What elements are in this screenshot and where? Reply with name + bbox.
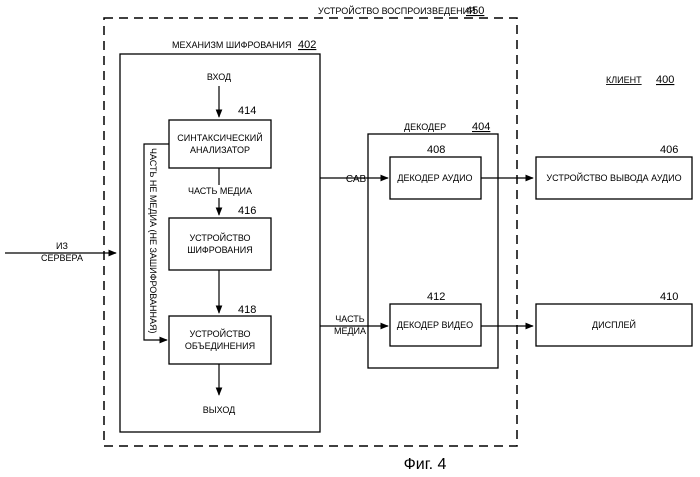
from-server-line1: ИЗ xyxy=(56,241,68,251)
video-decoder-label: ДЕКОДЕР ВИДЕО xyxy=(397,320,473,330)
media-part-label: ЧАСТЬ МЕДИА xyxy=(188,186,252,196)
encryptor-label-line1: УСТРОЙСТВО xyxy=(189,232,250,243)
playback-device-label: УСТРОЙСТВО ВОСПРОИЗВЕДЕНИЯ xyxy=(318,5,476,16)
figure-caption: Фиг. 4 xyxy=(404,456,447,473)
combiner-box xyxy=(169,316,271,364)
encryptor-label-line2: ШИФРОВАНИЯ xyxy=(187,245,253,255)
encryptor-box xyxy=(169,218,271,270)
display-ref: 410 xyxy=(660,291,678,303)
decoder-ref: 404 xyxy=(472,121,490,133)
parser-label-line2: АНАЛИЗАТОР xyxy=(190,145,250,155)
video-decoder-ref: 412 xyxy=(427,291,445,303)
parser-box xyxy=(169,120,271,168)
client-ref: 400 xyxy=(656,74,674,86)
audio-output-label: УСТРОЙСТВО ВЫВОДА АУДИО xyxy=(546,172,681,183)
combiner-label-line2: ОБЪЕДИНЕНИЯ xyxy=(185,341,255,351)
playback-device-ref: 450 xyxy=(466,5,484,17)
media-part-out-line1: ЧАСТЬ xyxy=(335,314,365,324)
decoder-label: ДЕКОДЕР xyxy=(404,122,446,132)
non-media-label: ЧАСТЬ НЕ МЕДИА (НЕ ЗАШИФРОВАННАЯ) xyxy=(148,148,158,334)
encryption-mechanism-label: МЕХАНИЗМ ШИФРОВАНИЯ xyxy=(172,40,291,50)
encryption-mechanism-ref: 402 xyxy=(298,39,316,51)
combiner-ref: 418 xyxy=(238,304,256,316)
output-label: ВЫХОД xyxy=(203,405,236,415)
audio-output-ref: 406 xyxy=(660,144,678,156)
parser-label-line1: СИНТАКСИЧЕСКИЙ xyxy=(177,132,262,143)
client-label: КЛИЕНТ xyxy=(606,75,642,85)
combiner-label-line1: УСТРОЙСТВО xyxy=(189,328,250,339)
media-part-out-line2: МЕДИА xyxy=(334,326,366,336)
from-server-line2: СЕРВЕРА xyxy=(41,253,83,263)
audio-decoder-label: ДЕКОДЕР АУДИО xyxy=(397,173,472,183)
parser-ref: 414 xyxy=(238,105,256,117)
encryptor-ref: 416 xyxy=(238,205,256,217)
sav-label: САВ xyxy=(346,174,367,185)
audio-decoder-ref: 408 xyxy=(427,144,445,156)
display-label: ДИСПЛЕЙ xyxy=(592,319,636,330)
input-label: ВХОД xyxy=(207,72,231,82)
